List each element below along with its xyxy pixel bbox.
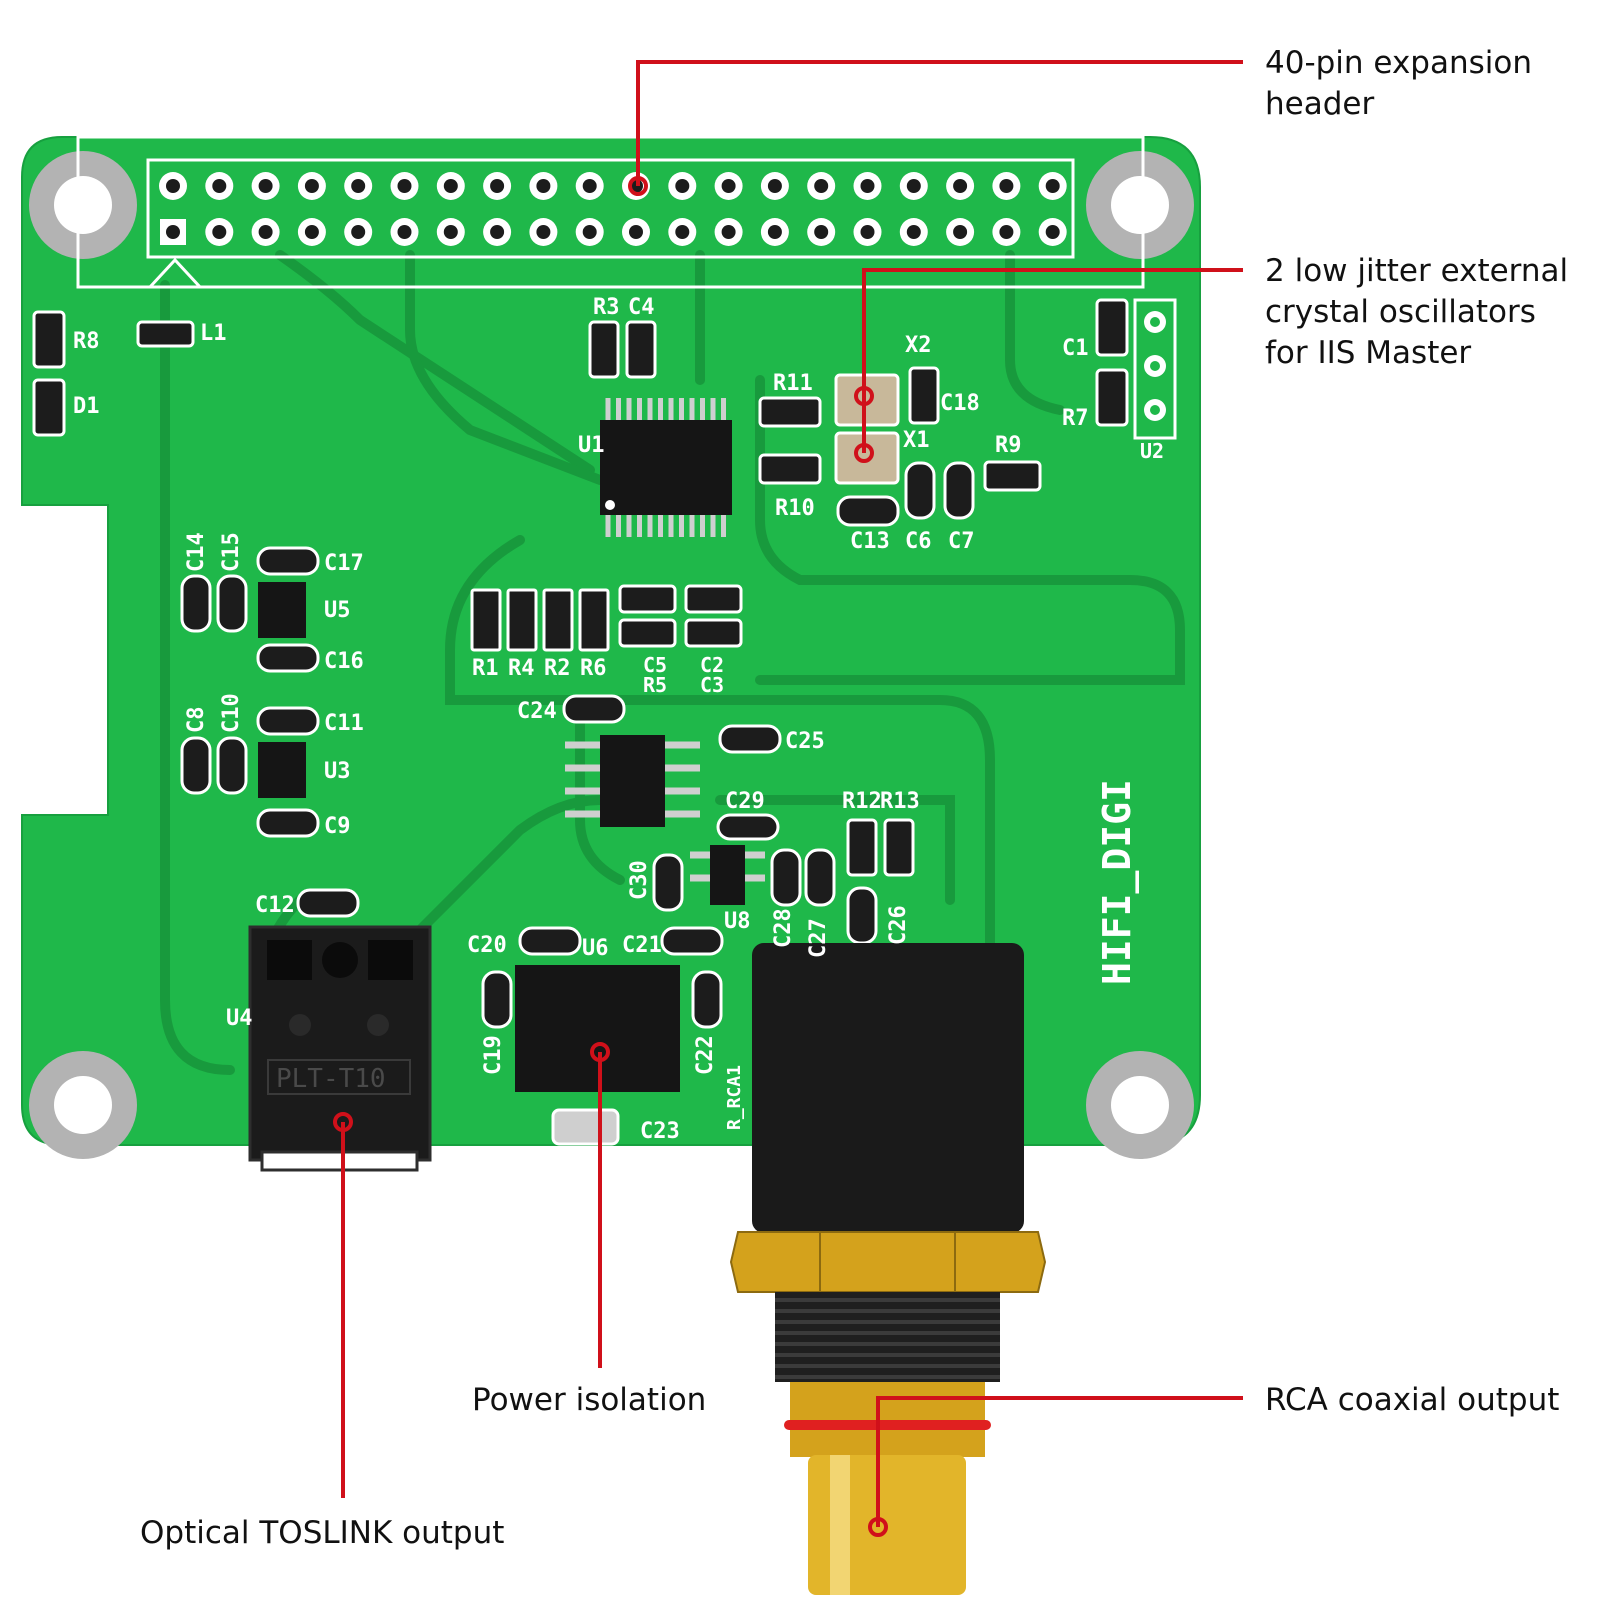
callout-optical-line-1: Optical TOSLINK output (140, 1515, 505, 1551)
ref-c12: C12 (255, 893, 295, 918)
ref-c10: C10 (219, 693, 244, 733)
ref-u5: U5 (324, 598, 351, 623)
callout-optical: Optical TOSLINK output (140, 1513, 504, 1554)
ref-c13: C13 (850, 529, 890, 554)
ref-c25: C25 (785, 729, 825, 754)
board-name: HIFI_DIGI (1095, 779, 1139, 985)
toslink-connector (248, 925, 432, 1172)
callout-power: Power isolation (472, 1380, 706, 1421)
ref-u8: U8 (724, 909, 751, 934)
leader-header (636, 60, 1243, 186)
ref-r4: R4 (508, 656, 535, 681)
silkscreen-labels: R8 D1 L1 R3 C4 U1 R11 X2 C18 X1 R10 R9 C… (73, 295, 1164, 1144)
ref-c30: C30 (627, 860, 652, 900)
ref-c6: C6 (905, 529, 932, 554)
marker-header (628, 176, 648, 196)
ref-c29: C29 (725, 789, 765, 814)
component-outlines (32, 298, 1129, 1029)
ref-x2: X2 (905, 333, 932, 358)
ref-r6: R6 (580, 656, 607, 681)
callout-oscillators: 2 low jitter external crystal oscillator… (1265, 251, 1568, 374)
ref-u1: U1 (578, 433, 605, 458)
ref-c11: C11 (324, 711, 364, 736)
ic-chips (258, 398, 765, 1146)
ref-c14: C14 (184, 532, 209, 572)
ref-c7: C7 (948, 529, 975, 554)
ref-r11: R11 (773, 371, 813, 396)
ref-r1: R1 (472, 656, 499, 681)
callout-header-line-2: header (1265, 86, 1375, 122)
rca-connector (729, 943, 1047, 1595)
ref-u2: U2 (1140, 439, 1164, 463)
leader-oscillators (862, 268, 1243, 453)
ref-r2: R2 (544, 656, 571, 681)
u2-footprint (1133, 298, 1177, 440)
callout-header-line-1: 40-pin expansion (1265, 45, 1532, 81)
ref-c26: C26 (886, 905, 911, 945)
callout-rca-line-1: RCA coaxial output (1265, 1382, 1560, 1418)
ref-c16: C16 (324, 649, 364, 674)
rca-marking: R_RCA1 (724, 1065, 745, 1130)
ref-c18: C18 (940, 391, 980, 416)
ref-c27: C27 (806, 918, 831, 958)
ref-c3: C3 (700, 673, 724, 697)
ref-c22: C22 (693, 1035, 718, 1075)
ref-c15: C15 (219, 532, 244, 572)
ref-c21: C21 (622, 933, 662, 958)
mounting-holes (29, 151, 1194, 1159)
marker-rca (868, 1517, 888, 1537)
ref-u3: U3 (324, 759, 351, 784)
ref-r10: R10 (775, 496, 815, 521)
callout-header: 40-pin expansion header (1265, 43, 1532, 125)
crystal-oscillators (834, 373, 900, 485)
ref-c5: C5 (643, 653, 667, 677)
ref-r3: R3 (593, 295, 620, 320)
leader-rca (876, 1396, 1243, 1527)
ref-c4: C4 (628, 295, 655, 320)
ref-c1: C1 (1062, 336, 1089, 361)
ref-r7: R7 (1062, 406, 1089, 431)
marker-power (590, 1042, 610, 1062)
ref-c20: C20 (467, 933, 507, 958)
ref-c23: C23 (640, 1119, 680, 1144)
marker-oscillator-x2 (854, 386, 874, 406)
ref-r9: R9 (995, 433, 1022, 458)
ref-u4: U4 (226, 1006, 253, 1031)
callout-rca: RCA coaxial output (1265, 1380, 1559, 1421)
ref-l1: L1 (200, 321, 227, 346)
ref-r8: R8 (73, 329, 100, 354)
gpio-header (76, 135, 1145, 289)
marker-optical (333, 1112, 353, 1132)
ref-c9: C9 (324, 814, 351, 839)
ref-u6: U6 (582, 936, 609, 961)
callout-oscillators-line-3: for IIS Master (1265, 335, 1472, 371)
ref-c2: C2 (700, 653, 724, 677)
ref-c24: C24 (517, 699, 557, 724)
ref-r12: R12 (842, 789, 882, 814)
toslink-marking: PLT-T10 (276, 1064, 386, 1094)
ref-c8: C8 (184, 707, 209, 734)
callout-oscillators-line-1: 2 low jitter external (1265, 253, 1569, 289)
callout-leaders (341, 60, 1243, 1527)
ref-d1: D1 (73, 394, 100, 419)
marker-oscillator-x1 (854, 443, 874, 463)
ref-c17: C17 (324, 551, 364, 576)
ref-r13: R13 (880, 789, 920, 814)
ref-c19: C19 (481, 1035, 506, 1075)
ref-r5: R5 (643, 673, 667, 697)
callout-power-line-1: Power isolation (472, 1382, 707, 1418)
callout-oscillators-line-2: crystal oscillators (1265, 294, 1536, 330)
callout-markers (333, 176, 888, 1537)
ref-x1: X1 (903, 428, 930, 453)
ref-c28: C28 (771, 908, 796, 948)
